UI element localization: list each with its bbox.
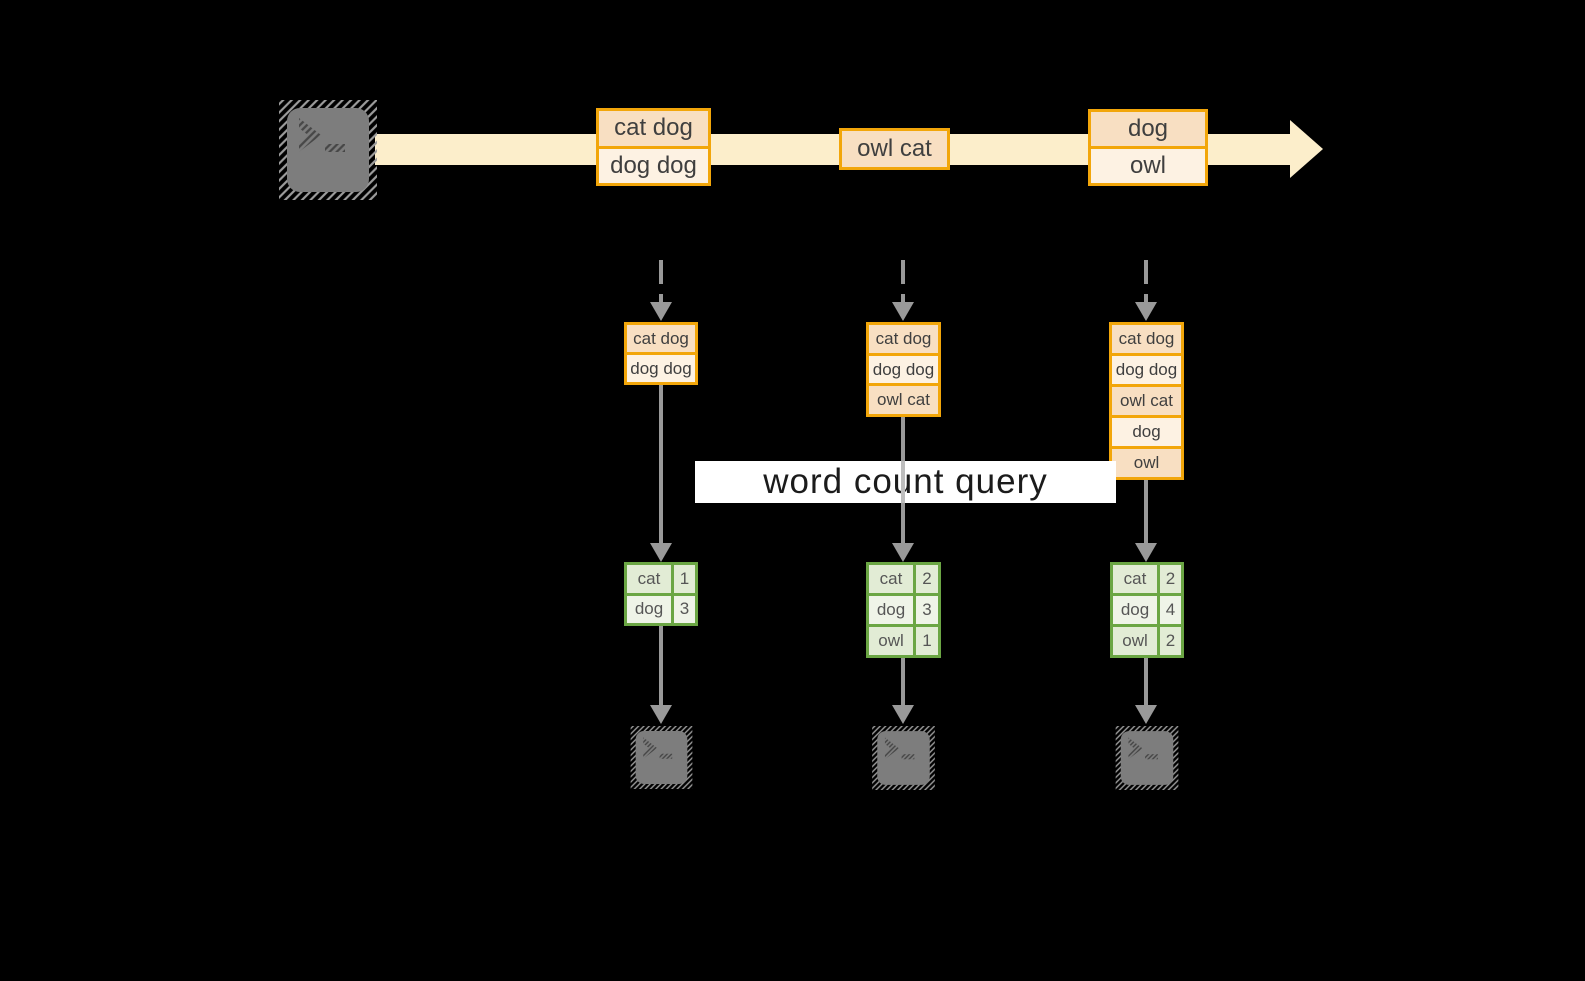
stream-batch-2: owl cat xyxy=(839,128,950,170)
word-cell: owl xyxy=(1113,627,1157,655)
stream-arrowhead-icon xyxy=(1290,120,1323,178)
query-arrow xyxy=(659,385,663,543)
state-stack-3: cat dog dog dog owl cat dog owl xyxy=(1109,322,1184,480)
count-cell: 3 xyxy=(674,595,695,623)
query-arrow-over-band xyxy=(901,461,905,503)
count-cell: 2 xyxy=(1160,565,1181,593)
state-record: owl xyxy=(1112,449,1181,477)
state-record: dog dog xyxy=(1112,356,1181,384)
ingest-arrow xyxy=(1144,260,1148,302)
state-record: cat dog xyxy=(869,325,938,353)
ingest-arrowhead-icon xyxy=(892,302,914,321)
state-record: owl cat xyxy=(1112,387,1181,415)
query-band: word count query xyxy=(695,461,1116,503)
stream-batch-3: dog owl xyxy=(1088,109,1208,186)
word-cell: dog xyxy=(869,596,913,624)
count-table-2: cat 2 dog 3 owl 1 xyxy=(866,562,941,658)
word-cell: owl xyxy=(869,627,913,655)
word-cell: cat xyxy=(869,565,913,593)
stream-record: cat dog xyxy=(599,111,708,146)
stream-record: owl cat xyxy=(842,131,947,167)
count-cell: 1 xyxy=(916,627,938,655)
count-row: dog 3 xyxy=(869,596,938,624)
output-arrow xyxy=(1144,656,1148,705)
count-row: cat 2 xyxy=(1113,565,1181,593)
state-record: dog dog xyxy=(869,355,938,384)
count-row: dog 4 xyxy=(1113,596,1181,624)
query-arrowhead-icon xyxy=(650,543,672,562)
sink-terminal-icon xyxy=(1115,726,1179,790)
query-arrowhead-icon xyxy=(1135,543,1157,562)
state-stack-2: cat dog dog dog owl cat xyxy=(866,322,941,417)
word-cell: dog xyxy=(1113,596,1157,624)
ingest-arrowhead-icon xyxy=(650,302,672,321)
count-cell: 2 xyxy=(1160,627,1181,655)
word-cell: cat xyxy=(1113,565,1157,593)
count-cell: 3 xyxy=(916,596,938,624)
state-stack-1: cat dog dog dog xyxy=(624,322,698,385)
output-arrowhead-icon xyxy=(650,705,672,724)
sink-terminal-icon xyxy=(872,726,935,790)
count-row: cat 1 xyxy=(627,565,695,593)
sink-terminal-icon xyxy=(630,726,693,789)
count-table-3: cat 2 dog 4 owl 2 xyxy=(1110,562,1184,658)
output-arrowhead-icon xyxy=(892,705,914,724)
state-record: dog dog xyxy=(627,355,695,382)
query-arrowhead-icon xyxy=(892,543,914,562)
stream-record: owl xyxy=(1091,149,1205,183)
source-terminal-icon xyxy=(279,100,377,200)
count-row: owl 1 xyxy=(869,627,938,655)
word-cell: cat xyxy=(627,565,671,593)
output-arrowhead-icon xyxy=(1135,705,1157,724)
output-arrow xyxy=(659,626,663,705)
count-cell: 1 xyxy=(674,565,695,593)
state-record: owl cat xyxy=(869,386,938,415)
stream-batch-1: cat dog dog dog xyxy=(596,108,711,186)
stream-record: dog dog xyxy=(599,148,708,183)
output-arrow xyxy=(901,658,905,705)
ingest-arrow xyxy=(659,260,663,302)
count-cell: 4 xyxy=(1160,596,1181,624)
state-record: cat dog xyxy=(1112,325,1181,353)
count-cell: 2 xyxy=(916,565,938,593)
word-cell: dog xyxy=(627,595,671,623)
ingest-arrow xyxy=(901,260,905,302)
stream-record: dog xyxy=(1091,112,1205,146)
query-arrow xyxy=(1144,480,1148,543)
query-label: word count query xyxy=(763,462,1048,501)
state-record: dog xyxy=(1112,418,1181,446)
count-table-1: cat 1 dog 3 xyxy=(624,562,698,626)
count-row: owl 2 xyxy=(1113,627,1181,655)
ingest-arrowhead-icon xyxy=(1135,302,1157,321)
count-row: dog 3 xyxy=(627,595,695,623)
count-row: cat 2 xyxy=(869,565,938,593)
state-record: cat dog xyxy=(627,325,695,352)
